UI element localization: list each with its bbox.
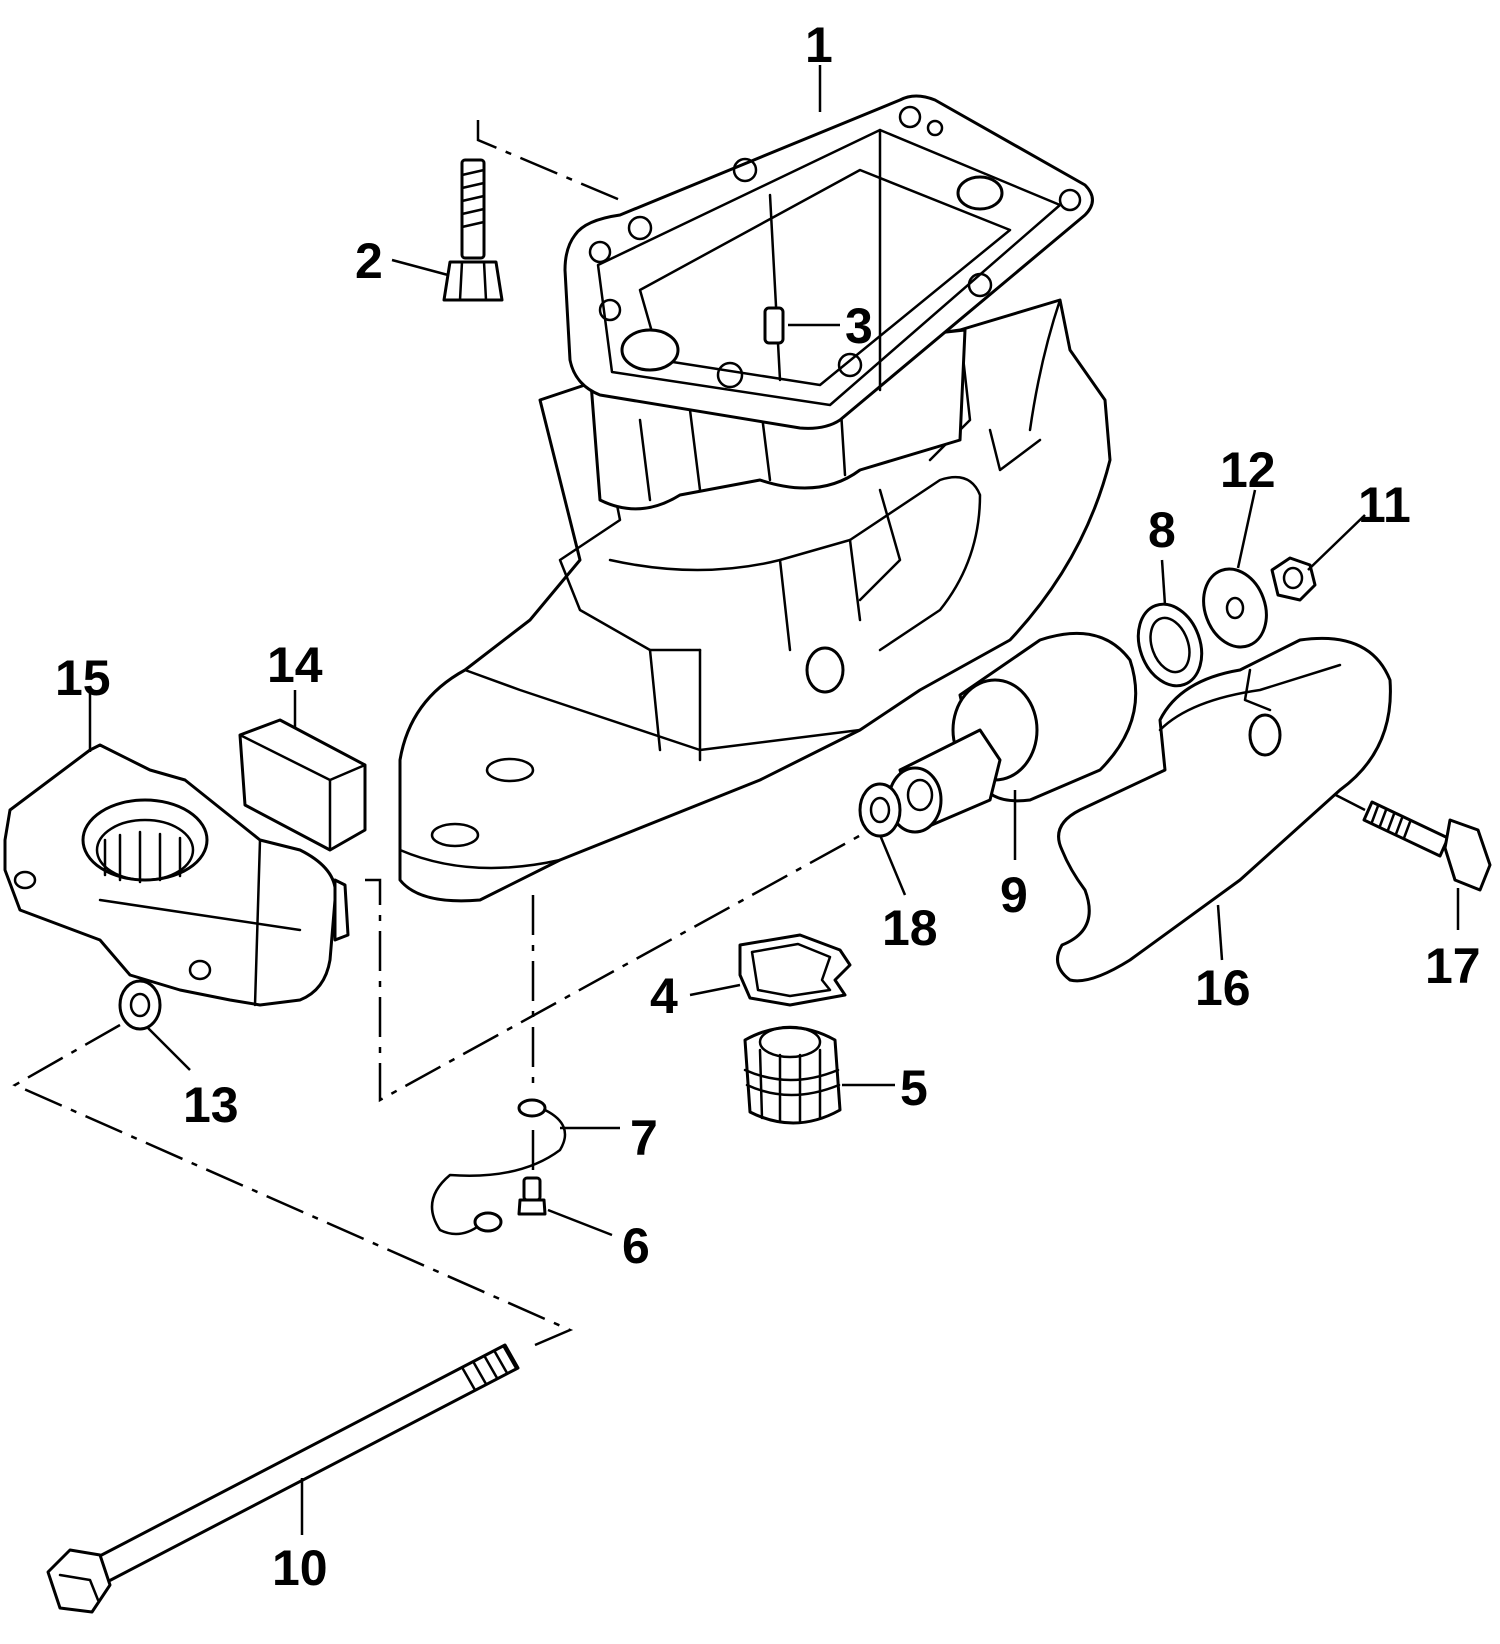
callout-13: 13 [183,1077,239,1133]
dowel-pin [763,306,785,345]
callout-17: 17 [1425,938,1481,994]
mount-bolt [1362,800,1492,892]
assembly-lines [12,120,1366,1347]
small-washer [858,782,902,838]
ground-strap [430,1098,567,1236]
callout-11: 11 [1358,477,1411,533]
clamp-washer [118,979,162,1031]
callout-9: 9 [1000,867,1028,923]
mount-cover [1056,636,1392,983]
water-tube-seal [743,1025,842,1125]
long-stud-bolt [46,1343,520,1614]
callout-15: 15 [55,650,111,706]
callout-14: 14 [267,637,323,693]
callout-16: 16 [1195,960,1251,1016]
locknut [1270,556,1317,602]
rubber-pad [238,718,367,852]
callout-18: 18 [882,900,938,956]
washer-large [1136,602,1204,688]
rubber-mount [887,631,1138,834]
ground-screw [517,1176,547,1216]
flat-washer [1202,567,1268,649]
callout-6: 6 [622,1218,650,1274]
swivel-bracket [3,743,350,1007]
callout-8: 8 [1148,502,1176,558]
drive-shaft-housing [398,94,1112,903]
callout-labels: 1 2 3 4 5 6 7 8 9 10 11 12 13 14 15 16 1… [55,17,1481,1596]
callout-2: 2 [355,233,383,289]
callout-4: 4 [650,968,678,1024]
leader-lines [88,65,1460,1535]
callout-5: 5 [900,1060,928,1116]
callout-12: 12 [1220,442,1276,498]
callout-3: 3 [845,298,873,354]
gasket [738,933,852,1007]
flange-bolt-upper [442,158,504,302]
callout-10: 10 [272,1540,328,1596]
callout-7: 7 [630,1110,658,1166]
callout-1: 1 [805,17,833,73]
